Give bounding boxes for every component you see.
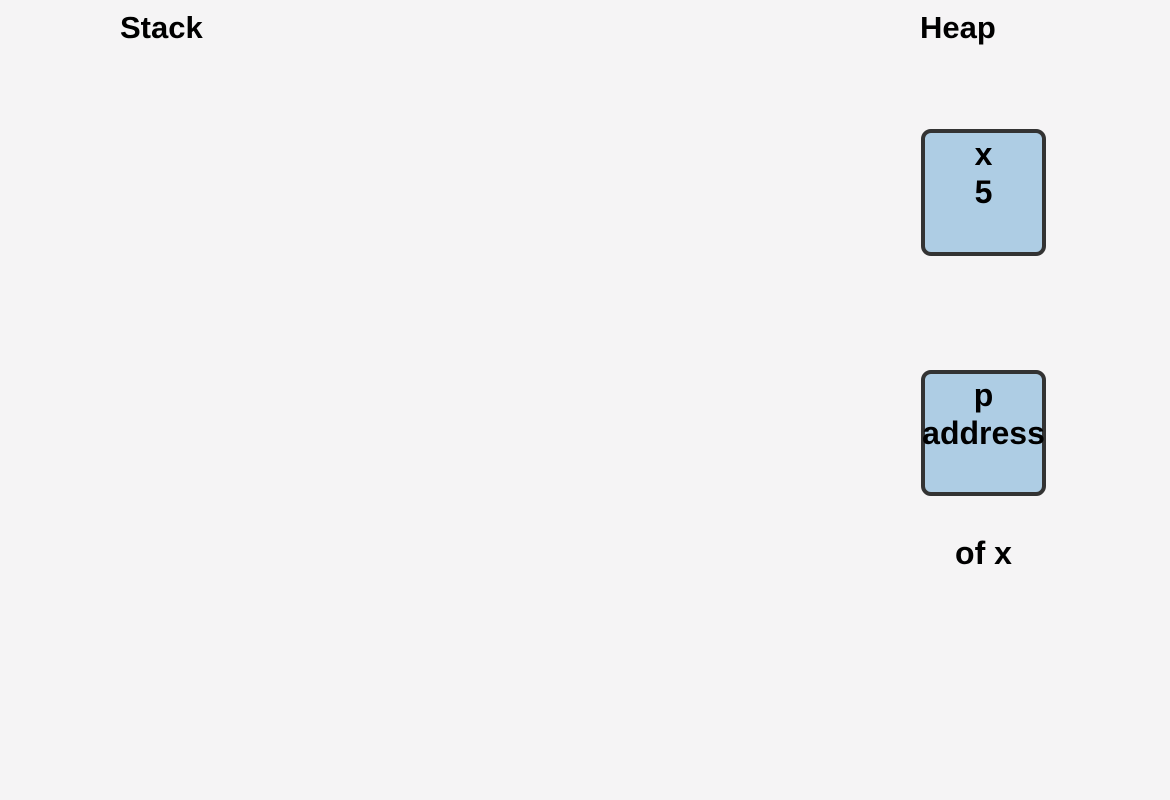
variable-box-p: p address: [921, 370, 1046, 496]
variable-value-overflow: of x: [955, 535, 1012, 571]
variable-value: address: [922, 415, 1045, 451]
heap-object-x: x 5: [921, 129, 1046, 256]
heap-section-title: Heap: [920, 10, 996, 45]
variable-name: p: [973, 377, 994, 413]
variable-box-x: x 5: [921, 129, 1046, 256]
variable-name: x: [974, 136, 993, 172]
variable-value: 5: [974, 174, 993, 210]
heap-object-p: p address of x: [921, 370, 1046, 570]
stack-section-title: Stack: [120, 10, 203, 45]
